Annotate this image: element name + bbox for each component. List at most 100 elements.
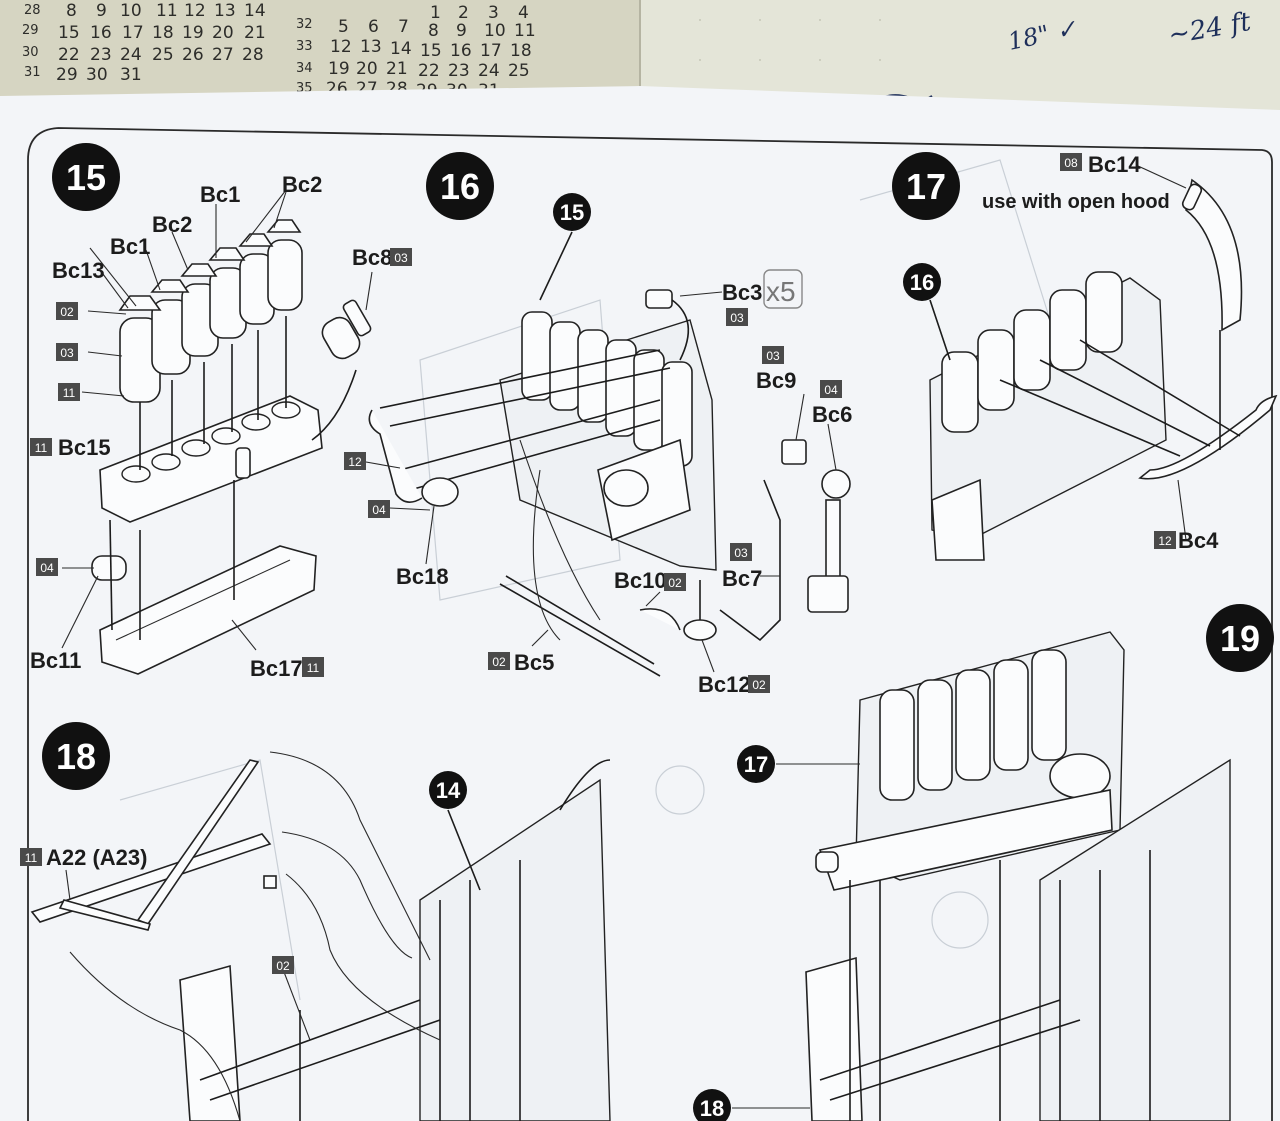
svg-text:34: 34: [296, 61, 313, 76]
svg-text:21: 21: [386, 59, 408, 79]
svg-text:18: 18: [56, 736, 96, 777]
fuselage-frame-19: [1039, 758, 1231, 1121]
badge-11-bc17: 11: [307, 661, 320, 675]
svg-text:12: 12: [330, 37, 352, 57]
svg-text:16: 16: [90, 23, 112, 43]
ref-marker-17: [737, 745, 775, 783]
svg-text:9: 9: [456, 21, 467, 41]
svg-text:31: 31: [24, 65, 41, 80]
badge-02-bc12: 02: [752, 678, 766, 692]
step-15-marker: [52, 143, 120, 211]
badge-03-bc7: 03: [734, 546, 748, 560]
badge-03: 03: [60, 346, 74, 360]
svg-text:7: 7: [398, 17, 409, 37]
label-bc8: Bc8: [352, 245, 392, 270]
calendar-left: 28 8 9 10 11 12 13 14 29 15 16 17 18 19 …: [22, 1, 266, 85]
bar-bc4: [1138, 394, 1278, 480]
svg-text:4: 4: [518, 3, 529, 23]
svg-text:25: 25: [152, 45, 174, 65]
svg-text:22: 22: [418, 61, 440, 81]
svg-text:14: 14: [390, 39, 412, 59]
svg-text:13: 13: [360, 37, 382, 57]
svg-text:18: 18: [700, 1096, 724, 1121]
svg-text:15: 15: [420, 41, 442, 61]
part-bc3: [645, 289, 673, 309]
svg-text:26: 26: [182, 45, 204, 65]
label-a22: A22 (A23): [46, 845, 147, 870]
step-16-marker: [426, 152, 494, 220]
svg-text:13: 13: [214, 1, 236, 21]
svg-text:29: 29: [56, 65, 78, 85]
svg-text:16: 16: [440, 166, 480, 207]
sheet-frame: [27, 127, 1273, 1121]
badge-04-bc6: 04: [824, 383, 838, 397]
svg-text:27: 27: [212, 45, 234, 65]
step-16-panel: 16 15: [344, 152, 852, 697]
badge-03-bc9: 03: [766, 349, 780, 363]
label-bc18: Bc18: [396, 564, 449, 589]
svg-text:11: 11: [156, 1, 178, 21]
badge-04-bc18: 04: [372, 503, 386, 517]
label-bc15: Bc15: [58, 435, 111, 460]
label-bc12: Bc12: [698, 672, 751, 697]
label-bc4: Bc4: [1178, 528, 1219, 553]
badge-02-step18: 02: [276, 959, 290, 973]
svg-text:8: 8: [428, 21, 439, 41]
svg-text:20: 20: [212, 23, 234, 43]
step15-leaders: [61, 189, 373, 651]
hood-prop-bc14: [1185, 178, 1243, 332]
badge-12-bc4: 12: [1158, 534, 1172, 548]
svg-text:30: 30: [22, 45, 39, 60]
step-19-marker: [1206, 604, 1274, 672]
badge-02: 02: [60, 305, 74, 319]
svg-text:21: 21: [244, 23, 266, 43]
svg-text:15: 15: [560, 200, 584, 225]
svg-text:17: 17: [906, 166, 946, 207]
svg-text:14: 14: [244, 1, 266, 21]
svg-text:1: 1: [430, 3, 441, 23]
svg-text:15: 15: [58, 23, 80, 43]
svg-text:16: 16: [450, 41, 472, 61]
badge-02-bc5: 02: [492, 655, 506, 669]
svg-text:25: 25: [508, 61, 530, 81]
notepad-dots: [699, 19, 881, 61]
svg-text:24: 24: [120, 45, 142, 65]
part-bc6: [821, 469, 851, 499]
svg-text:17: 17: [744, 752, 768, 777]
badge-11: 11: [63, 386, 76, 400]
svg-text:17: 17: [122, 23, 144, 43]
svg-text:17: 17: [480, 41, 502, 61]
label-bc2-mid: Bc2: [152, 212, 192, 237]
badge-11-a22: 11: [25, 851, 38, 865]
badge-08: 08: [1064, 156, 1078, 170]
svg-text:9: 9: [96, 1, 107, 21]
step19-leaders: [732, 763, 1001, 1121]
pipe-bc7: [719, 479, 781, 642]
badge-03-bc8: 03: [394, 251, 408, 265]
svg-text:10: 10: [120, 1, 142, 21]
pipe-bc10: [639, 608, 681, 631]
badge-12: 12: [348, 455, 362, 469]
label-bc1-mid: Bc1: [110, 234, 150, 259]
svg-text:22: 22: [58, 45, 80, 65]
label-bc13: Bc13: [52, 258, 105, 283]
sump-bc17: [99, 545, 317, 675]
label-bc11: Bc11: [30, 648, 81, 673]
svg-text:18: 18: [152, 23, 174, 43]
ref-marker-14: [429, 771, 467, 809]
cylinder-bank: [118, 219, 303, 403]
exhaust-manifold-bc18: [379, 349, 671, 491]
svg-text:24: 24: [478, 61, 500, 81]
svg-text:18: 18: [510, 41, 532, 61]
step-17-marker: [892, 152, 960, 220]
svg-text:5: 5: [338, 17, 349, 37]
part-bc12: [683, 619, 717, 641]
svg-text:12: 12: [184, 1, 206, 21]
step-19-panel: 19 17 18: [693, 604, 1274, 1121]
svg-text:28: 28: [242, 45, 264, 65]
svg-text:11: 11: [514, 21, 536, 41]
svg-text:23: 23: [448, 61, 470, 81]
svg-text:8: 8: [66, 1, 77, 21]
label-bc3: Bc3: [722, 280, 762, 305]
